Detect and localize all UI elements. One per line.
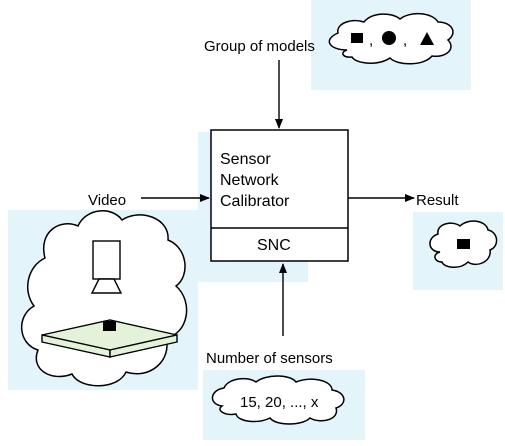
platform-icon xyxy=(41,319,178,358)
triangle-icon xyxy=(420,32,434,45)
result-cloud xyxy=(429,220,498,268)
number-of-sensors-label: Number of sensors xyxy=(206,350,333,367)
sensor-counts-text: 15, 20, ..., x xyxy=(240,394,319,411)
calibrator-line2: Network xyxy=(220,172,280,189)
model-separator: , xyxy=(369,32,373,49)
models-cloud: , , xyxy=(328,13,454,65)
video-label: Video xyxy=(88,192,126,209)
video-scene-cloud xyxy=(20,210,188,387)
object-icon xyxy=(103,321,116,331)
square-icon xyxy=(457,239,470,249)
calibrator-box: Sensor Network Calibrator SNC xyxy=(210,129,349,262)
sensor-counts-cloud: 15, 20, ..., x xyxy=(211,375,345,425)
square-icon xyxy=(351,33,363,43)
group-of-models-label: Group of models xyxy=(204,38,315,55)
model-separator: , xyxy=(403,32,407,49)
result-label: Result xyxy=(416,192,459,209)
circle-icon xyxy=(382,31,396,45)
calibrator-abbr: SNC xyxy=(257,237,291,254)
calibrator-line3: Calibrator xyxy=(220,193,290,210)
calibrator-line1: Sensor xyxy=(220,151,271,168)
camera-icon xyxy=(90,240,123,294)
